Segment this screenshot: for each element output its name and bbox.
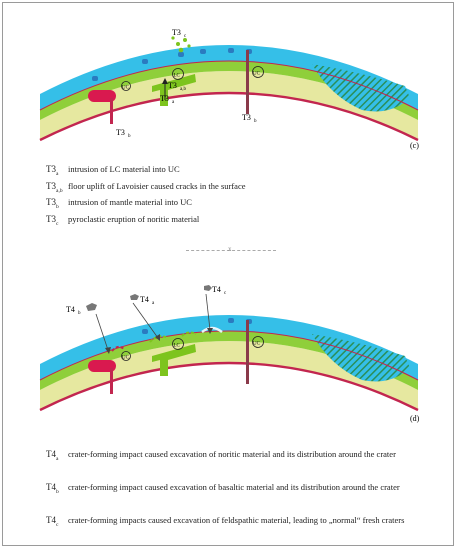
legend-code: T3a,b xyxy=(46,180,63,194)
legend-text: intrusion of LC material into UC xyxy=(68,164,180,174)
label-t3b-right: T3 xyxy=(242,113,251,122)
figure-frame xyxy=(2,2,454,546)
label-t3ab: T3 xyxy=(168,81,177,90)
legend-row: T4b crater-forming impact caused excavat… xyxy=(46,482,426,515)
label-uc-right: UC xyxy=(253,342,261,347)
red-intrusion-left xyxy=(88,90,116,102)
mantle-layer xyxy=(40,341,418,410)
eruption-plume xyxy=(171,36,191,53)
legend-code: T3a xyxy=(46,164,59,177)
label-t3c: T3 xyxy=(172,28,181,37)
separator-mark: x xyxy=(228,245,232,253)
legend-code: T3b xyxy=(46,197,59,210)
mare-hatch xyxy=(312,334,410,382)
impactor-c xyxy=(204,285,212,291)
label-t3b-left: T3 xyxy=(116,128,125,137)
legend-row: T4c crater-forming impacts caused excava… xyxy=(46,515,426,548)
legend-d: T4a crater-forming impact caused excavat… xyxy=(46,449,426,548)
legend-row: T3b intrusion of mantle material into UC xyxy=(46,197,426,214)
legend-text: crater-forming impacts caused excavation… xyxy=(68,515,405,525)
upper-crust-layer xyxy=(40,315,418,380)
panel-letter-d: (d) xyxy=(410,414,420,423)
legend-code: T4a xyxy=(46,449,59,462)
impactor-b xyxy=(86,303,97,311)
red-intrusion-left xyxy=(88,360,116,372)
legend-text: crater-forming impact caused excavation … xyxy=(68,482,400,492)
label-t3a-sub: a xyxy=(172,100,175,105)
legend-text: pyroclastic eruption of noritic material xyxy=(68,213,200,224)
cross-section-d: UC LC UC T4 b T4 a T4 c (d) xyxy=(39,285,420,423)
label-t4c-sub: c xyxy=(224,291,227,296)
label-t4b-sub: b xyxy=(78,311,81,316)
impactor-a xyxy=(130,294,139,300)
green-intrusion xyxy=(152,344,196,376)
label-t3b-left-sub: b xyxy=(128,134,131,139)
cross-section-c: UC LC UC T3 c T3 a,b T3 a T3 b T3 b (c) xyxy=(39,28,419,150)
legend-row: T3a intrusion of LC material into UC xyxy=(46,164,426,181)
legend-text: intrusion of mantle material into UC xyxy=(68,197,192,207)
legend-code: T3c xyxy=(46,213,59,227)
legend-row: T3c pyroclastic eruption of noritic mate… xyxy=(46,214,426,231)
legend-text: floor uplift of Lavoisier caused cracks … xyxy=(68,180,246,191)
label-uc-right: UC xyxy=(253,72,261,77)
label-lc: LC xyxy=(174,74,181,79)
panel-letter-c: (c) xyxy=(410,141,419,150)
label-t4a-sub: a xyxy=(152,301,155,306)
legend-c: T3a intrusion of LC material into UC T3a… xyxy=(46,164,426,230)
label-t3a: T3 xyxy=(160,94,169,103)
legend-code: T4c xyxy=(46,515,59,528)
separator-line xyxy=(186,250,276,252)
mare-hatch xyxy=(312,64,410,112)
legend-row: T4a crater-forming impact caused excavat… xyxy=(46,449,426,482)
label-t4a: T4 xyxy=(140,295,149,304)
upper-crust-layer xyxy=(40,45,418,110)
legend-code: T4b xyxy=(46,482,59,495)
label-t4b: T4 xyxy=(66,305,75,314)
mantle-layer xyxy=(40,71,418,140)
legend-row: T3a,b floor uplift of Lavoisier caused c… xyxy=(46,181,426,198)
label-t3ab-sub: a,b xyxy=(180,87,186,92)
label-uc-left: UC xyxy=(122,356,130,361)
label-uc-left: UC xyxy=(122,86,130,91)
label-t3b-right-sub: b xyxy=(254,119,257,124)
green-intrusion xyxy=(152,74,196,106)
legend-text: crater-forming impact caused excavation … xyxy=(68,449,396,459)
label-t4c: T4 xyxy=(212,285,221,294)
label-lc: LC xyxy=(174,344,181,349)
label-t3c-sub: c xyxy=(184,34,187,39)
